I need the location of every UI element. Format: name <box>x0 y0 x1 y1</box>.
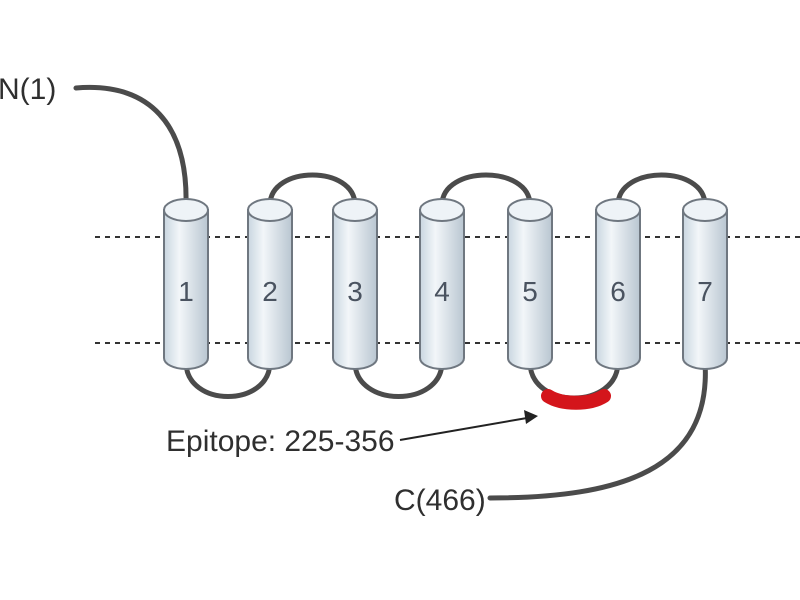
helix-top-cap <box>332 198 378 222</box>
helix-top-cap <box>507 198 553 222</box>
intracellular-loop-2 <box>352 359 445 399</box>
helix-number-label: 2 <box>262 276 278 307</box>
helix-body <box>595 209 641 370</box>
helix-number-label: 7 <box>697 276 713 307</box>
helix-top-cap <box>682 198 728 222</box>
epitope-arrow-head <box>524 410 538 424</box>
extracellular-loop-1 <box>267 172 358 208</box>
helix-body <box>507 209 553 370</box>
helix-5: 5 <box>507 198 553 370</box>
epitope-segment <box>541 389 611 410</box>
helix-top-cap <box>419 198 465 222</box>
helix-body <box>163 209 209 370</box>
helix-top-cap <box>247 198 293 222</box>
helix-number-label: 4 <box>434 276 450 307</box>
helix-number-label: 3 <box>347 276 363 307</box>
c-terminus-label: C(466) <box>394 484 486 517</box>
helix-top-cap <box>163 198 209 222</box>
extracellular-loop-2 <box>439 172 533 208</box>
helix-2: 2 <box>247 198 293 370</box>
epitope-arrow-line <box>399 417 528 441</box>
helix-body <box>682 209 728 370</box>
epitope-label: Epitope: 225-356 <box>166 425 395 458</box>
helix-body <box>332 209 378 370</box>
n-terminus-label: N(1) <box>0 73 56 106</box>
helix-top-cap <box>595 198 641 222</box>
helix-number-label: 5 <box>522 276 538 307</box>
helix-number-label: 1 <box>178 276 194 307</box>
c-terminal-tail <box>487 359 708 501</box>
helix-4: 4 <box>419 198 465 370</box>
helix-number-label: 6 <box>610 276 626 307</box>
n-terminal-tail <box>73 84 189 208</box>
helix-7: 7 <box>682 198 728 370</box>
helix-3: 3 <box>332 198 378 370</box>
helix-1: 1 <box>163 198 209 370</box>
helix-body <box>247 209 293 370</box>
intracellular-loop-1 <box>183 359 273 399</box>
extracellular-loop-3 <box>615 172 708 208</box>
helix-6: 6 <box>595 198 641 370</box>
helix-body <box>419 209 465 370</box>
